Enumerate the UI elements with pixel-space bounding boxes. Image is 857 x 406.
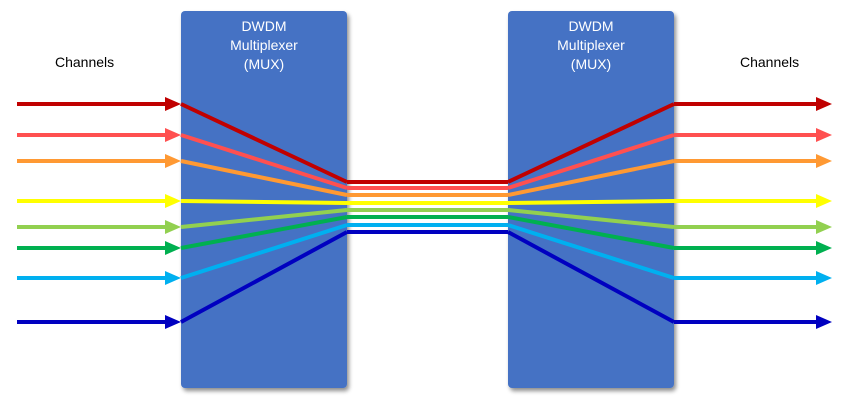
- channels-label-left: Channels: [55, 54, 115, 70]
- mux-right-fan-line-4: [507, 199, 675, 205]
- mux-left-fan-line-1: [180, 102, 348, 184]
- mux-left-title-line2: Multiplexer: [230, 37, 298, 53]
- mux-left-title: DWDM Multiplexer (MUX): [181, 17, 347, 74]
- output-arrowhead-6: [816, 241, 832, 255]
- mux-right-fan-line-6: [507, 215, 675, 250]
- input-arrowhead-3: [165, 154, 181, 168]
- mux-left-fan-line-7: [180, 223, 348, 280]
- input-arrowhead-4: [165, 194, 181, 208]
- mux-right-title-line3: (MUX): [570, 56, 612, 72]
- input-arrowhead-1: [165, 97, 181, 111]
- mux-left-fan-line-3: [180, 159, 348, 197]
- output-arrowhead-1: [816, 97, 832, 111]
- mux-right-fan-line-8: [507, 230, 675, 324]
- mux-right-title-line1: DWDM: [568, 18, 614, 34]
- mux-right-title-line2: Multiplexer: [557, 37, 625, 53]
- mux-left-fan-line-6: [180, 215, 348, 250]
- mux-left-box: [181, 11, 347, 388]
- output-arrowhead-7: [816, 271, 832, 285]
- input-arrowhead-2: [165, 128, 181, 142]
- input-arrowhead-6: [165, 241, 181, 255]
- input-arrowhead-5: [165, 220, 181, 234]
- channels-label-right: Channels: [740, 54, 800, 70]
- output-arrowhead-4: [816, 194, 832, 208]
- mux-right-fan-line-7: [507, 223, 675, 280]
- output-arrowhead-5: [816, 220, 832, 234]
- mux-right-fan-line-2: [507, 133, 675, 190]
- mux-left-fan-line-2: [180, 133, 348, 190]
- output-arrowhead-8: [816, 315, 832, 329]
- channel-lines: [17, 97, 832, 329]
- input-arrowhead-7: [165, 271, 181, 285]
- mux-left-title-line3: (MUX): [243, 56, 285, 72]
- output-arrowhead-2: [816, 128, 832, 142]
- input-arrowhead-8: [165, 315, 181, 329]
- mux-right-fan-line-5: [507, 208, 675, 229]
- mux-right-fan-line-1: [507, 102, 675, 184]
- mux-right-fan-line-3: [507, 159, 675, 197]
- mux-right-box: [508, 11, 674, 388]
- output-arrowhead-3: [816, 154, 832, 168]
- mux-left-fan-line-4: [180, 199, 348, 205]
- mux-left-title-line1: DWDM: [241, 18, 287, 34]
- mux-left-fan-line-8: [180, 230, 348, 324]
- mux-right-title: DWDM Multiplexer (MUX): [508, 17, 674, 74]
- mux-left-fan-line-5: [180, 208, 348, 229]
